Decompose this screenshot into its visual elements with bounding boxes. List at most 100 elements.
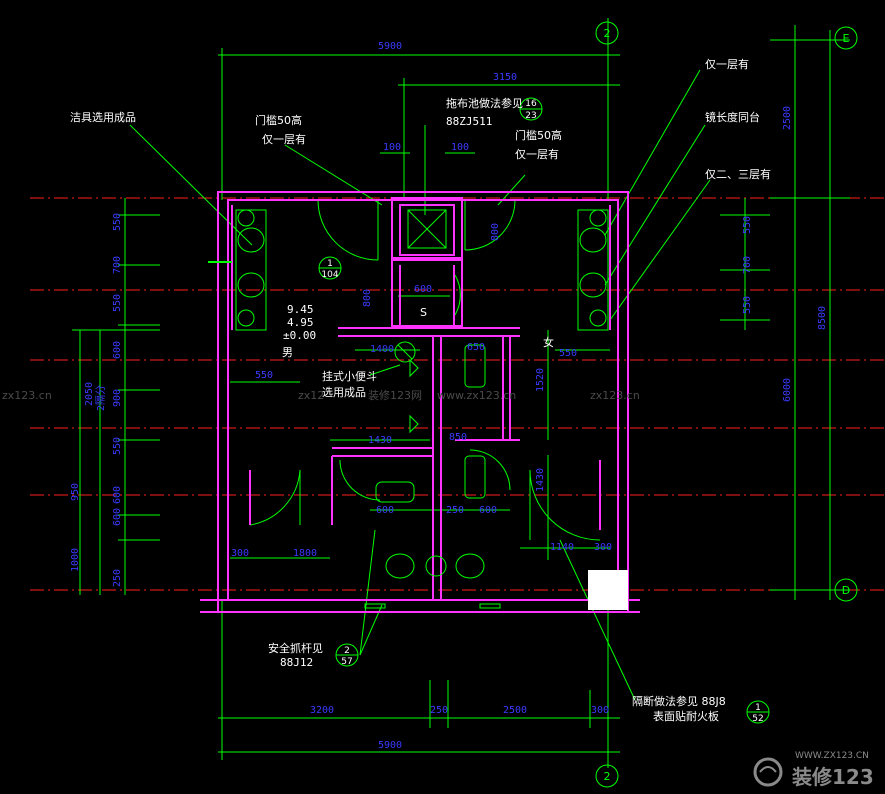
partition-detail-den: 52 [752,714,763,724]
dim-550a: 550 [255,370,273,381]
brand-logo-icon [753,757,783,787]
dim-300b: 300 [594,542,612,553]
dim-left-outer-c: 950 [70,483,81,501]
dim-bottom-total: 5900 [378,740,402,751]
fixtures [208,209,609,609]
dim-1400: 1400 [370,344,394,355]
sink-right-2 [579,272,607,298]
note-door-sill-2: 门槛50高 [515,128,562,142]
dim-1800: 1800 [293,548,317,559]
sink-counter-right [577,209,609,331]
dim-650: 650 [467,342,485,353]
note-door-sill-1: 门槛50高 [255,113,302,127]
sink-left-2 [237,272,265,298]
dim-left-chain-7: 600 [112,508,123,526]
mop-sink [407,209,447,249]
dim-left-chain-5: 550 [112,437,123,455]
dim-right-chain-2: 550 [742,296,753,314]
note-handrail: 安全抓杆见 [268,641,323,655]
note-pool-code: 88ZJ511 [446,115,492,128]
dim-1430: 1430 [368,435,392,446]
dim-1140: 1140 [550,542,574,553]
axis-label-d: D [842,584,850,597]
watermark-url: WWW.ZX123.CN [795,751,869,761]
urinal-1 [409,358,419,378]
elev-3: ±0.00 [283,329,316,342]
watermark-left: zx123.cn [2,389,52,402]
dim-right-chain-1: 700 [742,256,753,274]
dim-left-outer-a: 2050 [84,382,95,406]
dim-300a: 300 [231,548,249,559]
urinal-2 [409,414,419,434]
toilet-3 [375,481,415,503]
dim-right-total: 8500 [817,306,828,330]
handrail-fixture-2 [455,553,485,579]
dim-left-chain-0: 550 [112,213,123,231]
axis-label-e: E [843,32,850,45]
sink-left-1 [237,227,265,253]
label-female: 女 [543,335,554,349]
axis-label-top: 2 [604,27,611,40]
dim-bottom-c: 2500 [503,705,527,716]
dim-right-mid: 6000 [782,378,793,402]
handrail-fixture-1 [385,553,415,579]
dim-right-top: 2500 [782,106,793,130]
elev-1: 9.45 [287,303,314,316]
dim-1430b: 1430 [535,468,546,492]
detail-num: 1 [327,259,333,269]
note-only-first-2: 仅一层有 [515,147,559,161]
toilet-1 [464,344,486,388]
white-marker-box [588,570,628,610]
dim-top-total: 5900 [378,41,402,52]
dim-250: 250 [446,505,464,516]
right-dimension-chain: 550 700 550 [742,216,753,314]
note-urinal-1: 挂式小便斗 [322,369,377,383]
axis-label-bottom: 2 [604,770,611,783]
dim-600c: 600 [479,505,497,516]
dim-550b: 550 [559,348,577,359]
watermark-mid-a: zx12 [298,389,324,402]
dim-right-chain-0: 550 [742,216,753,234]
dim-bottom-d: 300 [591,705,609,716]
partition-detail-num: 1 [755,703,761,713]
note-partition-2: 表面贴耐火板 [653,709,719,723]
axis-bubbles [318,21,858,788]
dim-left-chain-4: 900 [112,389,123,407]
note-partition-ref: 隔断做法参见 88J8 [632,694,726,708]
handrail-detail-num: 2 [344,646,350,656]
note-pool-ref: 拖布池做法参见 [446,96,523,110]
dim-600b: 600 [376,505,394,516]
sink-right-1 [579,227,607,253]
floor-drain [394,341,416,363]
dim-bottom-a: 3200 [310,705,334,716]
dim-left-outer-b: 2隔分 [95,385,107,411]
watermarks: zx123.cn zx12 装修123网 www.zx123.cn zx123.… [2,388,874,789]
watermark-mid-c: www.zx123.cn [437,389,516,402]
dim-100a: 100 [383,142,401,153]
sink-counter-left [235,209,267,331]
note-handrail-code: 88J12 [280,656,313,669]
detail-den: 104 [321,270,338,280]
dim-800b: 800 [362,289,373,307]
dim-600a: 600 [414,284,432,295]
pool-detail-num: 16 [525,99,537,109]
watermark-mid-b: 装修123网 [368,388,422,402]
note-urinal-2: 选用成品 [322,386,366,399]
dim-left-chain-2: 550 [112,294,123,312]
dim-left-outer-d: 1000 [70,548,81,572]
note-only-first-1: 仅一层有 [262,132,306,146]
note-mirror: 镜长度同台 [705,110,760,124]
dim-left-chain-6: 600 [112,486,123,504]
label-male: 男 [282,346,293,359]
label-s: S [420,306,427,319]
handrail-detail-den: 57 [341,657,352,667]
dim-800a: 800 [490,223,501,241]
dim-100b: 100 [451,142,469,153]
dim-top-sub: 3150 [493,72,517,83]
note-sink-product: 洁具选用成品 [70,111,136,124]
dim-850: 850 [449,432,467,443]
watermark-brand: 装修123 [791,765,874,789]
dim-left-chain-3: 600 [112,341,123,359]
dimension-lines [72,18,850,768]
